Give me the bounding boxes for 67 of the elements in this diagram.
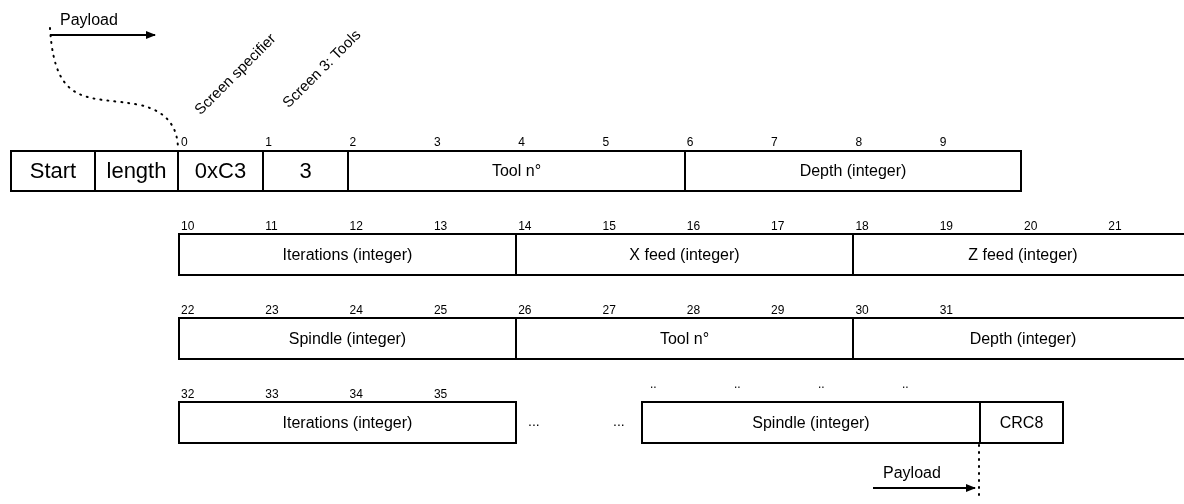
field-name: Depth (integer) — [799, 162, 907, 180]
byte-offset: 14 — [518, 220, 532, 232]
byte-offset: 27 — [602, 304, 616, 316]
byte-offset: .. — [734, 378, 741, 390]
field-name: Spindle (integer) — [288, 329, 407, 348]
field-box — [10, 150, 96, 192]
field-box — [178, 233, 517, 276]
field-box — [94, 150, 179, 192]
byte-offset: 30 — [855, 304, 869, 316]
byte-offset: 17 — [771, 220, 785, 232]
byte-offset: 31 — [939, 304, 954, 316]
field-box — [178, 401, 517, 444]
byte-offset: 35 — [433, 388, 448, 400]
byte-offset: 18 — [855, 220, 869, 232]
field-name: Start — [29, 158, 77, 184]
byte-offset: 29 — [771, 304, 785, 316]
field-box — [852, 233, 1184, 276]
byte-offset: 32 — [181, 388, 195, 400]
byte-offset: 23 — [265, 304, 279, 316]
byte-offset: 15 — [602, 220, 616, 232]
field-box — [852, 317, 1184, 360]
ellipsis: ... — [528, 414, 540, 428]
field-box — [347, 150, 686, 192]
field-box — [515, 233, 854, 276]
payload-label: Payload — [60, 12, 118, 28]
field-name: 3 — [299, 158, 312, 184]
field-name: Tool n° — [491, 162, 542, 180]
field-box — [262, 150, 349, 192]
field-name: X feed (integer) — [629, 245, 740, 264]
byte-offset: 22 — [181, 304, 195, 316]
byte-offset: 24 — [349, 304, 363, 316]
field-name: Depth (integer) — [969, 329, 1077, 348]
byte-offset: 13 — [433, 220, 448, 232]
field-name: Z feed (integer) — [968, 245, 1078, 264]
field-name: length — [106, 158, 167, 184]
byte-offset: 34 — [349, 388, 363, 400]
byte-offset: 20 — [1024, 220, 1038, 232]
field-name: Spindle (integer) — [752, 413, 870, 432]
field-box — [684, 150, 1022, 192]
byte-offset: .. — [650, 378, 657, 390]
byte-offset: .. — [902, 378, 909, 390]
byte-offset: .. — [818, 378, 825, 390]
byte-offset: 10 — [181, 220, 195, 232]
field-name: CRC8 — [999, 413, 1044, 432]
field-box — [177, 150, 264, 192]
field-box — [515, 317, 854, 360]
byte-offset: 16 — [686, 220, 701, 232]
byte-offset: 12 — [349, 220, 363, 232]
field-name: Iterations (integer) — [282, 413, 413, 432]
byte-offset: 33 — [265, 388, 279, 400]
ellipsis: ... — [613, 414, 625, 428]
byte-offset: 19 — [939, 220, 954, 232]
field-box — [641, 401, 981, 444]
byte-offset: 2 — [349, 136, 357, 148]
byte-offset: 28 — [686, 304, 701, 316]
byte-offset: 26 — [518, 304, 532, 316]
byte-offset: 25 — [433, 304, 448, 316]
byte-offset: 1 — [265, 136, 272, 148]
payload-label: Payload — [883, 465, 941, 481]
field-box — [979, 401, 1064, 444]
field-name: Tool n° — [659, 329, 710, 348]
field-name: Iterations (integer) — [282, 245, 413, 264]
field-box — [178, 317, 517, 360]
field-name: 0xC3 — [194, 158, 247, 184]
byte-offset: 6 — [686, 136, 694, 148]
byte-offset: 11 — [265, 220, 278, 232]
byte-offset: 0 — [181, 136, 188, 148]
